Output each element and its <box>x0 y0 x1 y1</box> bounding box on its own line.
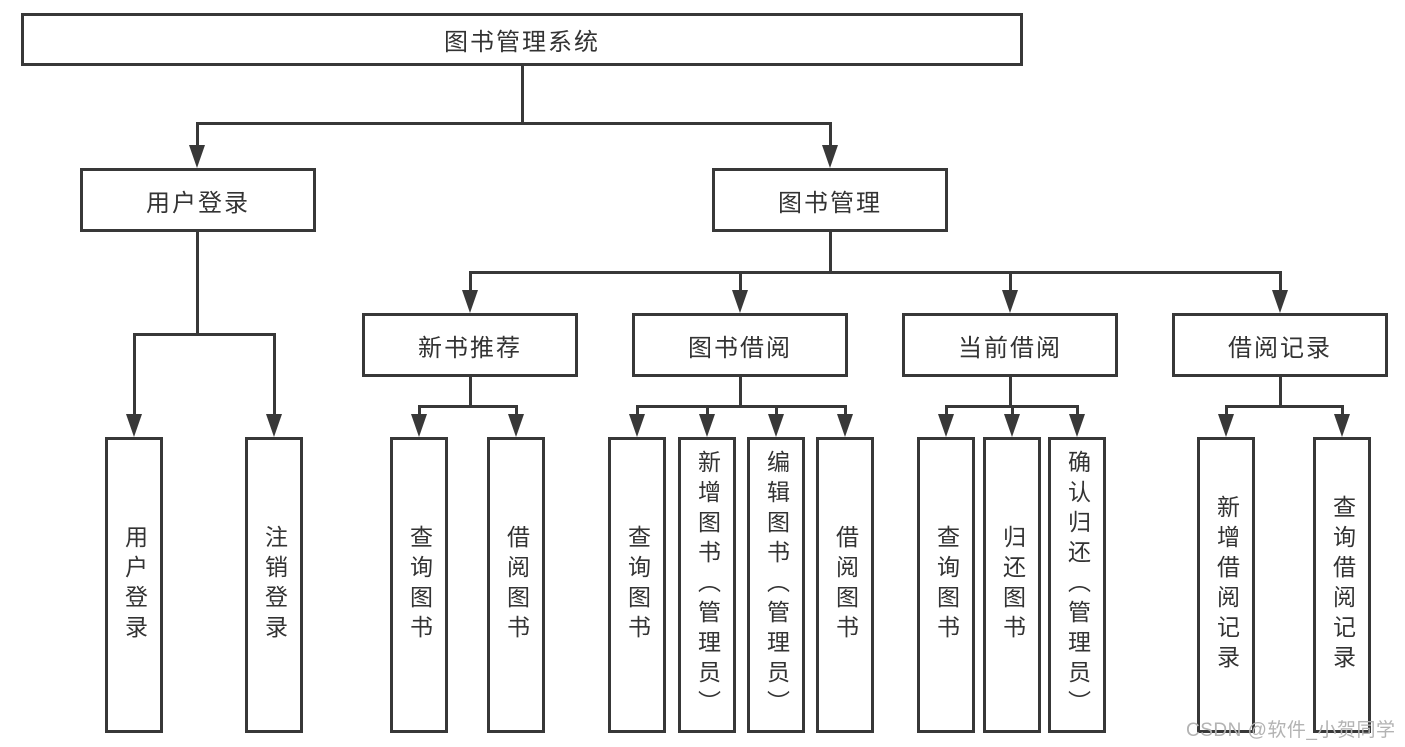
arrow-to-leaf <box>508 414 524 437</box>
arrow-to-leaf <box>1004 414 1020 437</box>
edge-book-borrow-stub <box>738 375 742 407</box>
arrow-to-user-login <box>189 145 205 168</box>
leaf-user-login: 用户登录 <box>105 437 163 733</box>
arrow-to-leaf <box>938 414 954 437</box>
arrow-to-book-mgmt <box>822 145 838 168</box>
edge-borrow-records-stub <box>1278 375 1282 407</box>
leaf-add-book-admin-label: 新增图书（管理员） <box>694 450 721 720</box>
edge-user-login-shaft <box>195 122 199 148</box>
edge-book-mgmt-stub <box>828 230 832 273</box>
edge-level1-branch <box>195 122 832 125</box>
edge-root-stub <box>520 64 524 124</box>
edge-leaf-shaft <box>1224 405 1228 417</box>
leaf-add-book-admin: 新增图书（管理员） <box>678 437 736 733</box>
leaf-return-book-label: 归还图书 <box>999 525 1026 645</box>
watermark: CSDN @软件_小贺同学 <box>1186 720 1396 741</box>
leaf-query-books-1-label: 查询图书 <box>406 525 433 645</box>
leaf-borrow-books-1: 借阅图书 <box>487 437 545 733</box>
edge-new-books-stub <box>468 375 472 407</box>
node-root: 图书管理系统 <box>21 13 1023 66</box>
edge-user-login-branch <box>132 333 276 336</box>
edge-leaf-shaft <box>705 405 709 417</box>
edge-level2-branch <box>468 271 1282 274</box>
leaf-add-borrow-record-label: 新增借阅记录 <box>1213 495 1240 675</box>
arrow-to-leaf <box>1069 414 1085 437</box>
leaf-return-book: 归还图书 <box>983 437 1041 733</box>
leaf-logout-label: 注销登录 <box>261 525 288 645</box>
arrow-to-leaf <box>1218 414 1234 437</box>
arrow-to-leaf <box>699 414 715 437</box>
leaf-edit-book-admin-label: 编辑图书（管理员） <box>763 450 790 720</box>
edge-current-borrow-shaft <box>1008 271 1012 293</box>
node-borrow-records: 借阅记录 <box>1172 313 1388 377</box>
leaf-query-books-2: 查询图书 <box>608 437 666 733</box>
arrow-to-leaf <box>629 414 645 437</box>
leaf-confirm-return-admin-label: 确认归还（管理员） <box>1064 450 1091 720</box>
leaf-query-borrow-record-label: 查询借阅记录 <box>1329 495 1356 675</box>
leaf-borrow-books-2-label: 借阅图书 <box>832 525 859 645</box>
edge-book-borrow-branch <box>635 405 847 408</box>
edge-borrow-records-branch <box>1224 405 1344 408</box>
node-book-borrow-label: 图书借阅 <box>688 334 792 362</box>
leaf-query-books-3-label: 查询图书 <box>933 525 960 645</box>
arrow-to-leaf-login <box>126 414 142 437</box>
arrow-to-current-borrow <box>1002 290 1018 313</box>
edge-new-books-branch <box>417 405 518 408</box>
leaf-borrow-books-2: 借阅图书 <box>816 437 874 733</box>
arrow-to-leaf <box>768 414 784 437</box>
leaf-query-borrow-record: 查询借阅记录 <box>1313 437 1371 733</box>
arrow-to-new-books <box>462 290 478 313</box>
arrow-to-leaf <box>837 414 853 437</box>
arrow-to-leaf <box>411 414 427 437</box>
leaf-logout: 注销登录 <box>245 437 303 733</box>
edge-leaf-shaft <box>417 405 421 417</box>
node-book-mgmt-label: 图书管理 <box>778 189 882 217</box>
edge-leaf-shaft <box>944 405 948 417</box>
leaf-add-borrow-record: 新增借阅记录 <box>1197 437 1255 733</box>
node-user-login-label: 用户登录 <box>146 189 250 217</box>
arrow-to-leaf-logout <box>266 414 282 437</box>
edge-new-books-shaft <box>468 271 472 293</box>
edge-leaf-shaft <box>774 405 778 417</box>
leaf-user-login-label: 用户登录 <box>121 525 148 645</box>
edge-leaf-login-shaft <box>132 333 136 417</box>
arrow-to-book-borrow <box>732 290 748 313</box>
node-book-borrow: 图书借阅 <box>632 313 848 377</box>
arrow-to-borrow-records <box>1272 290 1288 313</box>
node-book-mgmt: 图书管理 <box>712 168 948 232</box>
edge-book-mgmt-shaft <box>828 122 832 148</box>
leaf-edit-book-admin: 编辑图书（管理员） <box>747 437 805 733</box>
edge-book-borrow-shaft <box>738 271 742 293</box>
edge-leaf-shaft <box>1010 405 1014 417</box>
edge-leaf-shaft <box>514 405 518 417</box>
leaf-query-books-1: 查询图书 <box>390 437 448 733</box>
edge-leaf-shaft <box>1075 405 1079 417</box>
node-new-books-label: 新书推荐 <box>418 334 522 362</box>
edge-leaf-shaft <box>1340 405 1344 417</box>
edge-current-borrow-stub <box>1008 375 1012 407</box>
leaf-borrow-books-1-label: 借阅图书 <box>503 525 530 645</box>
node-current-borrow: 当前借阅 <box>902 313 1118 377</box>
arrow-to-leaf <box>1334 414 1350 437</box>
edge-user-login-stub <box>195 230 199 335</box>
node-user-login: 用户登录 <box>80 168 316 232</box>
edge-borrow-records-shaft <box>1278 271 1282 293</box>
leaf-confirm-return-admin: 确认归还（管理员） <box>1048 437 1106 733</box>
edge-leaf-shaft <box>843 405 847 417</box>
node-root-label: 图书管理系统 <box>444 29 600 56</box>
node-current-borrow-label: 当前借阅 <box>958 334 1062 362</box>
node-borrow-records-label: 借阅记录 <box>1228 334 1332 362</box>
leaf-query-books-3: 查询图书 <box>917 437 975 733</box>
leaf-query-books-2-label: 查询图书 <box>624 525 651 645</box>
edge-leaf-shaft <box>635 405 639 417</box>
edge-leaf-logout-shaft <box>272 333 276 417</box>
node-new-books: 新书推荐 <box>362 313 578 377</box>
